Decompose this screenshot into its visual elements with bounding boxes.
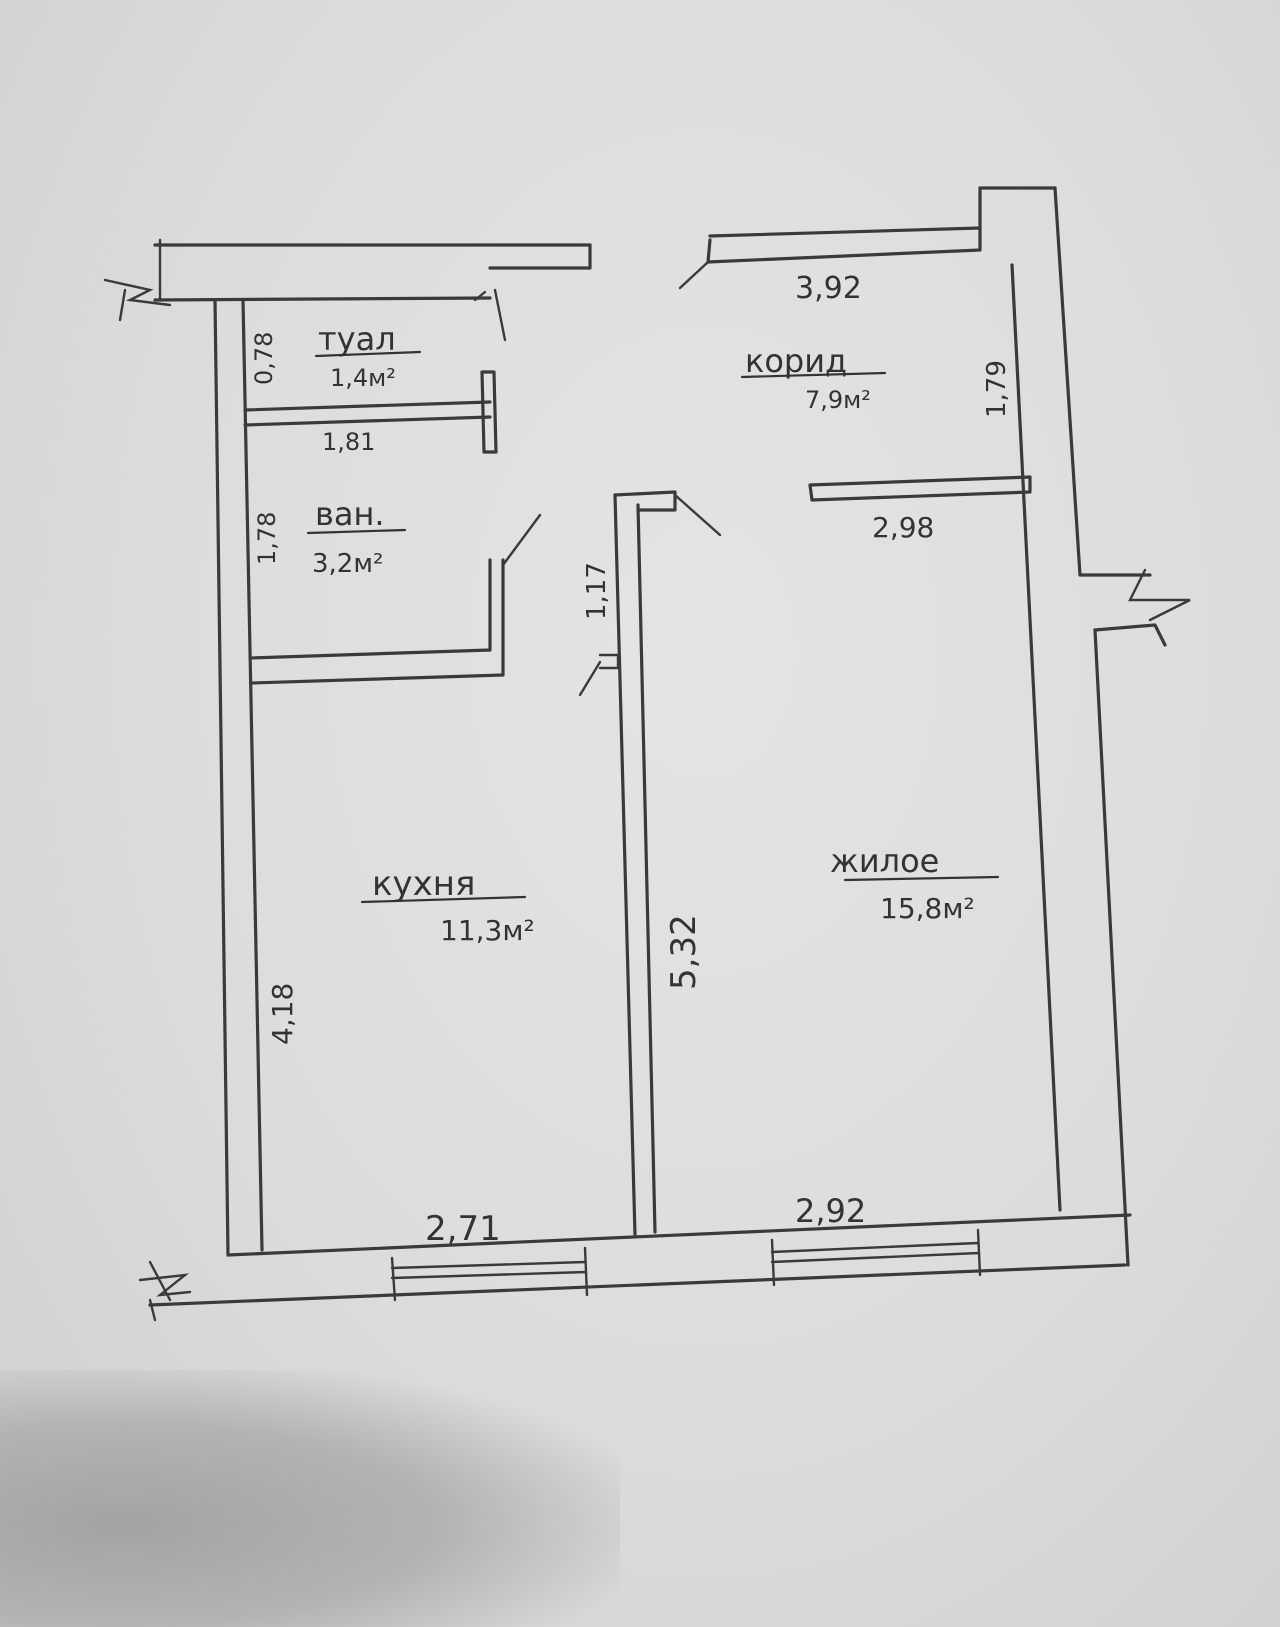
toilet-door-frame [480, 370, 498, 454]
dim-kitchen-width: 2,71 [425, 1209, 501, 1249]
wall-toilet-bottom-2 [243, 415, 492, 427]
dim-bath-height: 1,78 [253, 512, 281, 565]
bath-area: 3,2м² [312, 549, 383, 579]
toilet-area: 1,4м² [330, 364, 396, 392]
wall-left-inner [241, 298, 264, 1252]
dim-living-top-width: 2,98 [872, 511, 934, 544]
wall-right-top-cap [978, 186, 1057, 230]
dim-toilet-width: 1,81 [322, 428, 375, 456]
living-name-underline [843, 875, 1000, 882]
central-partition-top [613, 490, 677, 512]
dim-toilet-height: 0,78 [250, 332, 278, 385]
wall-bottom-outer [148, 1263, 1127, 1307]
toilet-name-underline [314, 350, 422, 358]
corridor-name-underline [740, 371, 887, 379]
living-name: жилое [830, 842, 939, 880]
kitchen-area: 11,3м² [440, 914, 535, 947]
wall-toilet-bottom [243, 400, 492, 412]
corridor-area: 7,9м² [805, 386, 871, 414]
toilet-name: туал [318, 320, 396, 358]
wall-corridor-top-outer [706, 226, 982, 264]
toilet-door-swing [473, 288, 507, 342]
window-kitchen [390, 1246, 589, 1302]
living-area: 15,8м² [880, 892, 975, 925]
dim-kitchen-height: 4,18 [266, 983, 299, 1045]
dim-corridor-width: 3,92 [795, 271, 862, 306]
dim-corridor-height: 1,79 [982, 360, 1012, 418]
bath-name: ван. [315, 495, 385, 533]
wall-top-left-inner [153, 296, 492, 302]
wall-right-outer-lower [1093, 623, 1167, 647]
room-labels: туал 1,4м² ван. 3,2м² кухня 11,3м² корид… [306, 320, 1000, 947]
wall-right-inner [1010, 263, 1062, 1212]
kitchen-name: кухня [372, 864, 475, 904]
kitchen-name-underline [360, 895, 527, 904]
kitchen-door-swing [578, 653, 620, 697]
dim-partition-length: 5,32 [664, 914, 704, 990]
wall-bottom-inner [226, 1213, 1132, 1257]
break-mark-right [1128, 568, 1191, 622]
photo-shadow [0, 1370, 620, 1627]
dim-door-gap: 1,17 [582, 562, 612, 620]
corridor-door-swing [678, 260, 710, 290]
wall-right-outer-upper [1053, 186, 1152, 577]
central-partition-left [613, 493, 637, 1237]
wall-top-left-cap [488, 243, 592, 270]
wall-corridor-bottom [808, 475, 1032, 502]
window-living [770, 1228, 982, 1287]
dimension-labels: 0,78 1,81 1,78 4,18 2,71 1,17 5,32 3,92 … [250, 271, 1012, 1249]
bath-door-swing [501, 513, 542, 567]
wall-right-outer-lower-vertical [1093, 628, 1130, 1267]
living-door-swing [673, 493, 722, 537]
wall-left-outer [213, 298, 230, 1257]
break-mark-bottom-left [138, 1260, 192, 1322]
dim-living-bottom-width: 2,92 [795, 1192, 866, 1230]
walls [103, 186, 1191, 1322]
central-partition-right [636, 503, 657, 1234]
bath-name-underline [306, 528, 407, 535]
wall-bath-bottom [248, 558, 505, 685]
break-mark-top-left [103, 238, 172, 322]
